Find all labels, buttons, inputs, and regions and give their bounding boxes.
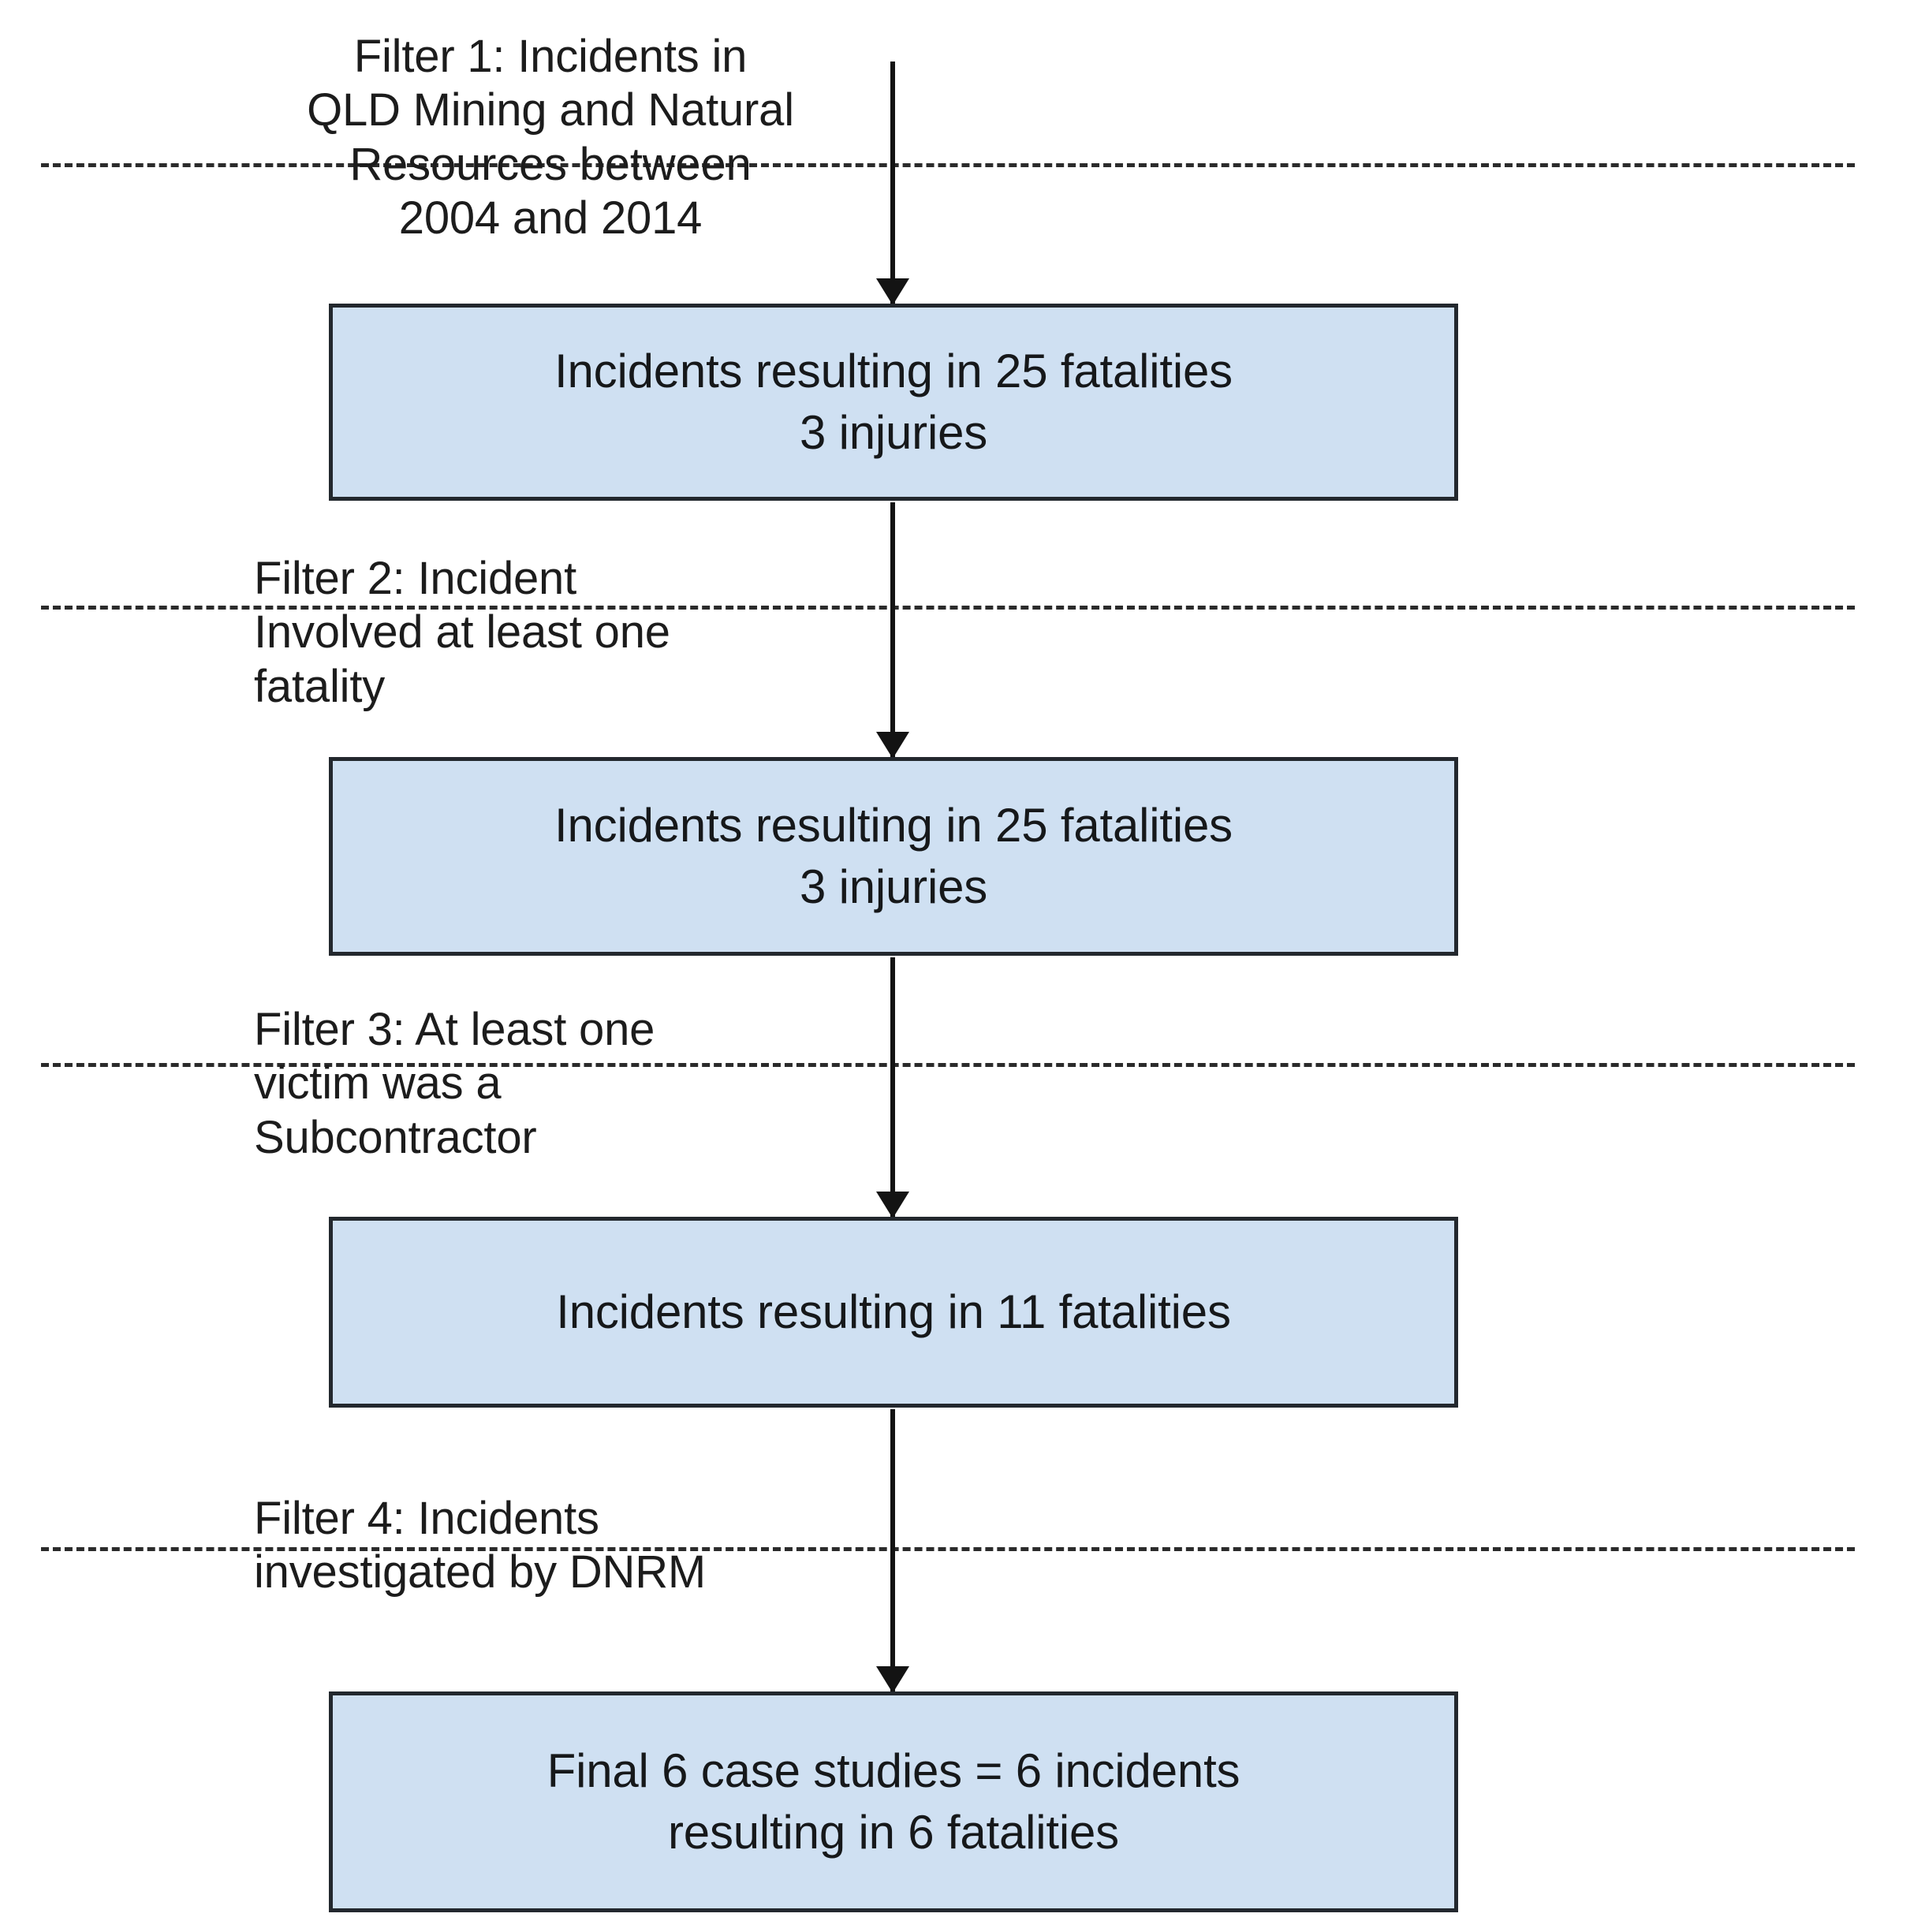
arrow-head-icon (876, 1192, 909, 1218)
connector-arrow-box1-box2 (876, 502, 909, 759)
arrow-head-icon (876, 1666, 909, 1693)
process-box-3-text: Incidents resulting in 11 fatalities (556, 1285, 1231, 1338)
process-box-2-text: Incidents resulting in 25 fatalities 3 i… (554, 799, 1233, 913)
connector-arrow-box3-box4 (876, 1409, 909, 1693)
filter-divider-3 (41, 1063, 1855, 1067)
process-box-1-text: Incidents resulting in 25 fatalities 3 i… (554, 345, 1233, 459)
process-box-3: Incidents resulting in 11 fatalities (329, 1217, 1458, 1408)
process-box-2: Incidents resulting in 25 fatalities 3 i… (329, 757, 1458, 956)
filter-label-4: Filter 4: Incidents investigated by DNRM (254, 1493, 706, 1598)
filter-label-3: Filter 3: At least one victim was a Subc… (254, 1004, 655, 1163)
process-box-1: Incidents resulting in 25 fatalities 3 i… (329, 304, 1458, 501)
arrow-head-icon (876, 732, 909, 759)
filter-divider-1 (41, 163, 1855, 167)
filter-divider-2 (41, 606, 1855, 610)
connector-arrow-entry (876, 62, 909, 305)
filter-label-1: Filter 1: Incidents in QLD Mining and Na… (307, 31, 794, 244)
process-box-4-text: Final 6 case studies = 6 incidents resul… (547, 1744, 1240, 1859)
process-box-4: Final 6 case studies = 6 incidents resul… (329, 1691, 1458, 1912)
filter-divider-4 (41, 1547, 1855, 1551)
connector-arrow-box2-box3 (876, 957, 909, 1218)
arrow-head-icon (876, 278, 909, 305)
filter-label-2: Filter 2: Incident Involved at least one… (254, 553, 670, 712)
